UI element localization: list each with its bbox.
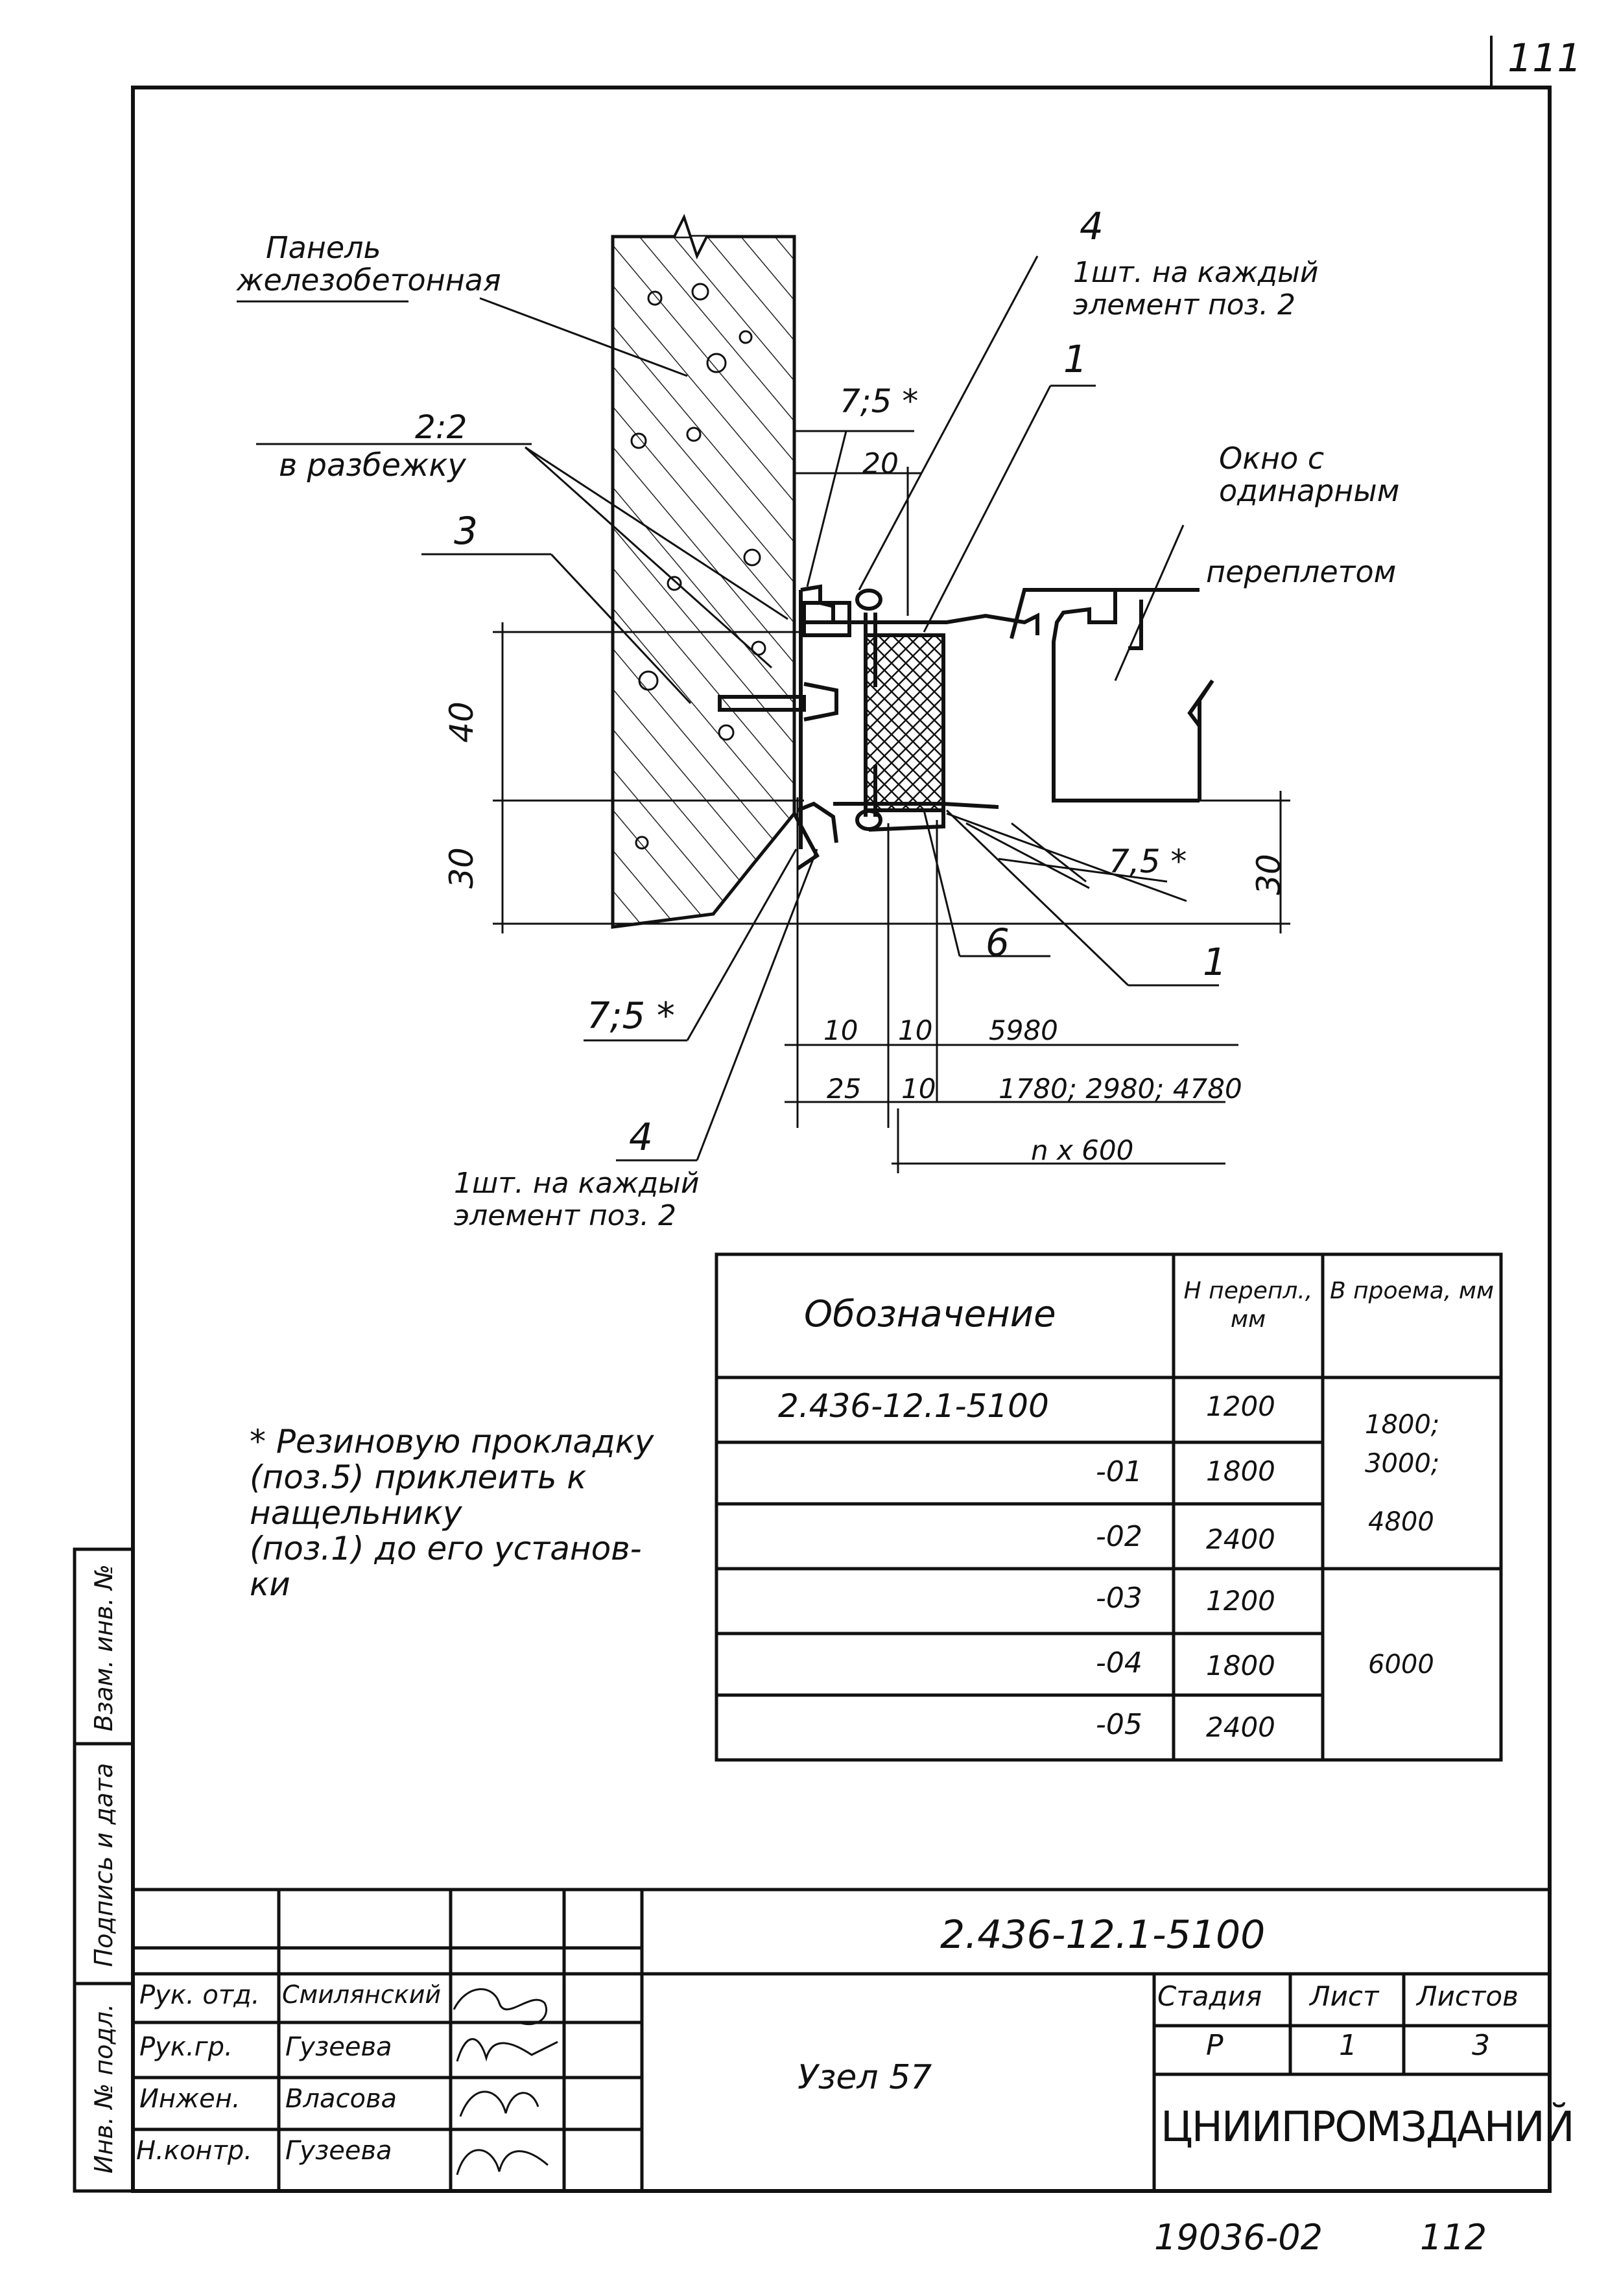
table-header-h: Н перепл., мм	[1183, 1278, 1313, 1333]
table-row-designation: -01	[1096, 1455, 1142, 1488]
pos1-top-label: 1	[1063, 337, 1087, 381]
leader-lines	[237, 255, 1219, 1162]
panel-label-line2: железобетонная	[237, 263, 501, 298]
table-row-designation: -02	[1096, 1520, 1142, 1553]
ratio-label: 2:2	[415, 408, 467, 446]
ratio-note: в разбежку	[279, 447, 466, 484]
role-head-of-dept: Рук. отд.	[139, 1980, 260, 2010]
dim-5980: 5980	[989, 1014, 1058, 1046]
dim-10c: 10	[901, 1073, 936, 1105]
name-head-of-dept: Смилянский	[282, 1980, 442, 2009]
role-norm-control: Н.контр.	[136, 2136, 252, 2166]
side-stamp-inv-orig: Инв. № подл.	[89, 2003, 118, 2174]
sheet-value: 1	[1339, 2029, 1357, 2062]
table-b-group1-a: 1800;	[1365, 1410, 1440, 1440]
role-group-lead: Рук.гр.	[139, 2032, 233, 2062]
name-norm-control: Гузеева	[285, 2136, 392, 2166]
pos4-top-label: 4	[1080, 204, 1104, 248]
dim-40: 40	[442, 701, 480, 743]
side-stamp-signature-date: Подпись и дата	[89, 1763, 118, 1967]
pos7-bottom-label: 7;5 *	[587, 995, 675, 1037]
role-engineer: Инжен.	[139, 2084, 241, 2114]
pos7-top-label: 7;5 *	[840, 382, 919, 420]
footer-page: 112	[1420, 2217, 1487, 2258]
concrete-panel	[611, 213, 796, 929]
pos4-bottom-note1: 1шт. на каждый	[454, 1167, 700, 1200]
dim-10b: 10	[898, 1014, 933, 1046]
note-line1: * Резиновую прокладку	[250, 1423, 654, 1460]
table-row-h: 1800	[1206, 1455, 1275, 1487]
table-row-h: 1200	[1206, 1585, 1275, 1617]
dim-25: 25	[827, 1073, 862, 1105]
table-row-h: 1200	[1206, 1390, 1275, 1422]
dim-30-left: 30	[442, 847, 480, 889]
document-code: 2.436-12.1-5100	[940, 1912, 1266, 1958]
pos75-label: 7,5 *	[1109, 843, 1187, 880]
table-row-h: 1800	[1206, 1650, 1275, 1681]
drawing-frame	[131, 86, 1552, 2193]
pos4-bottom-note2: элемент поз. 2	[454, 1199, 677, 1232]
spec-table-frame	[715, 1252, 1503, 1762]
pos6-label: 6	[986, 920, 1010, 965]
pos3-label: 3	[454, 509, 478, 553]
dim-20: 20	[862, 447, 899, 480]
table-b-group1-b: 3000;	[1365, 1449, 1440, 1479]
table-header-b: В проема, мм	[1329, 1278, 1495, 1304]
pos4-top-note1: 1шт. на каждый	[1073, 256, 1319, 289]
note-line3: нащельнику	[250, 1494, 462, 1532]
title-block-frame	[133, 1888, 1550, 2191]
window-frame-detail	[718, 584, 1214, 871]
window-label-line1: Окно с	[1219, 441, 1325, 476]
dim-10a: 10	[823, 1014, 858, 1046]
name-engineer: Власова	[285, 2084, 397, 2114]
dim-lengths: 1780; 2980; 4780	[999, 1073, 1242, 1105]
window-label-line3: переплетом	[1206, 554, 1397, 589]
name-group-lead: Гузеева	[285, 2032, 392, 2062]
panel-label-line1: Панель	[266, 230, 381, 265]
signatures	[453, 1988, 558, 2175]
organization-name: ЦНИИПРОМЗДАНИЙ	[1161, 2103, 1575, 2151]
note-line2: (поз.5) приклеить к	[250, 1458, 587, 1496]
note-line5: ки	[250, 1565, 290, 1603]
window-label-line2: одинарным	[1219, 473, 1400, 508]
table-row-designation: -05	[1096, 1708, 1142, 1741]
note-line4: (поз.1) до его установ-	[250, 1530, 642, 1567]
side-stamp-frame	[73, 1547, 135, 2193]
table-b-group2: 6000	[1368, 1650, 1434, 1680]
drawing-name: Узел 57	[798, 2058, 932, 2097]
stage-value: Р	[1206, 2029, 1224, 2062]
side-stamp-replaced-inv: Взам. инв. №	[89, 1564, 118, 1732]
pos4-bottom-label: 4	[629, 1115, 653, 1159]
table-row-designation: -03	[1096, 1582, 1142, 1615]
table-header-designation: Обозначение	[804, 1293, 1056, 1335]
dimension-lines	[493, 467, 1290, 1173]
table-row-h: 2400	[1206, 1523, 1275, 1555]
page-number: 111	[1508, 36, 1582, 81]
dim-nx600: n x 600	[1031, 1134, 1134, 1166]
table-row-designation: 2.436-12.1-5100	[778, 1387, 1049, 1425]
table-row-h: 2400	[1206, 1711, 1275, 1743]
archive-number: 19036-02	[1154, 2217, 1323, 2258]
pos4-top-note2: элемент поз. 2	[1073, 288, 1296, 322]
stage-header: Стадия	[1157, 1980, 1262, 2012]
dim-30-right: 30	[1249, 854, 1288, 895]
pos1-bottom-label: 1	[1203, 940, 1227, 984]
sheets-value: 3	[1472, 2029, 1490, 2062]
sheets-header: Листов	[1417, 1980, 1519, 2012]
table-b-group1-c: 4800	[1368, 1507, 1434, 1537]
table-row-designation: -04	[1096, 1646, 1142, 1680]
sheet-header: Лист	[1310, 1980, 1379, 2012]
